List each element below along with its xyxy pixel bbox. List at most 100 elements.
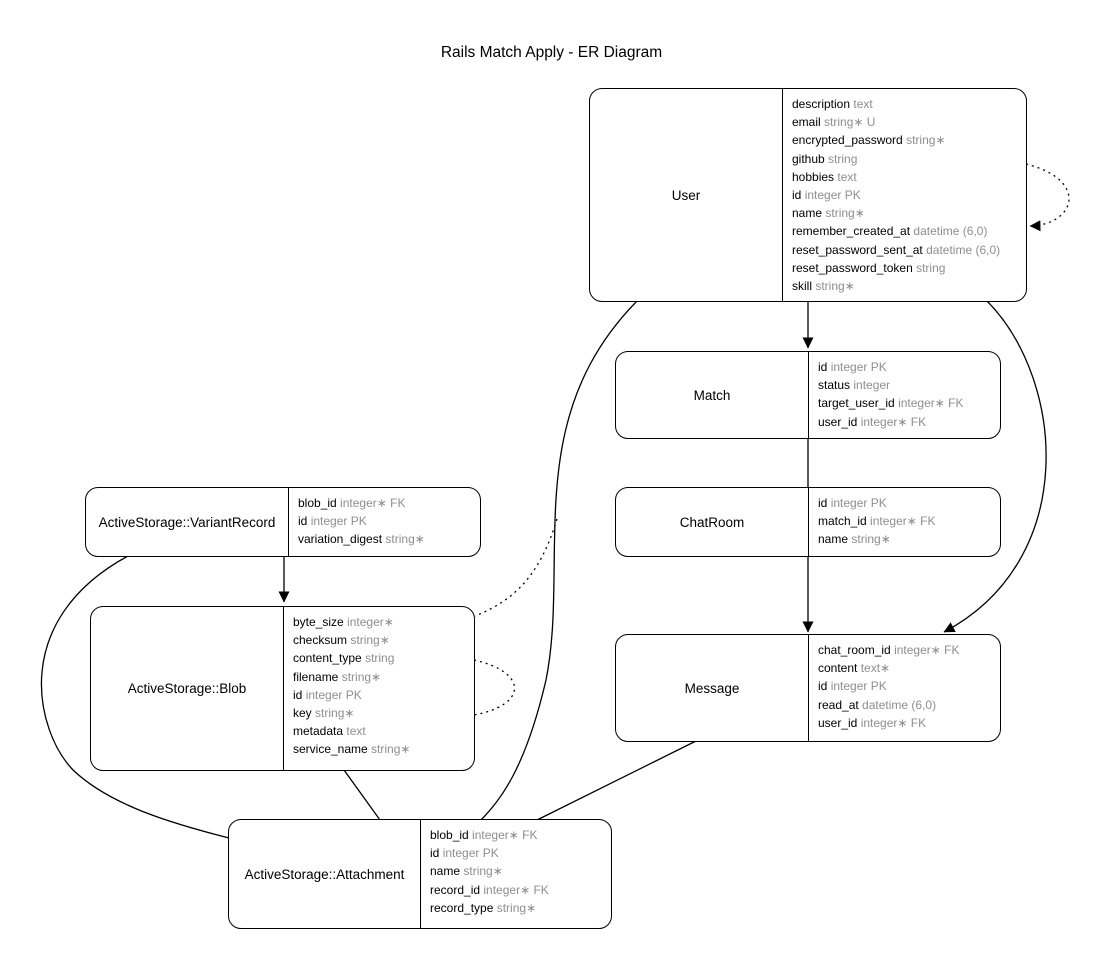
attribute-name: blob_id [298, 496, 337, 510]
attribute-type: text [837, 169, 857, 184]
attribute-type: integer∗ FK [870, 514, 936, 529]
attribute-row: read_at datetime (6,0) [818, 696, 959, 714]
attribute-type: integer∗ FK [898, 396, 964, 411]
attribute-type: integer∗ FK [894, 643, 960, 657]
attribute-name: checksum [293, 633, 348, 648]
attribute-type: integer∗ FK [860, 715, 927, 730]
attribute-row: reset_password_sent_at datetime (6,0) [792, 241, 1000, 259]
attribute-row: hobbies text [792, 168, 1000, 186]
attribute-row: reset_password_token string [792, 259, 1000, 277]
attribute-row: record_id integer∗ FK [430, 881, 549, 899]
attribute-type: string∗ [906, 133, 946, 148]
entity-name: User [590, 89, 783, 301]
attribute-type: string∗ [350, 633, 390, 648]
attribute-row: blob_id integer∗ FK [298, 494, 425, 512]
attribute-name: filename [293, 669, 339, 684]
attribute-type: string [365, 651, 395, 666]
entity-name: ActiveStorage::VariantRecord [86, 488, 289, 556]
attribute-type: integer [853, 378, 891, 393]
entity-name: ChatRoom [616, 488, 809, 556]
edge-user-self [1025, 163, 1070, 232]
attribute-name: id [792, 187, 802, 202]
attribute-row: description text [792, 95, 1000, 113]
attribute-type: string [916, 260, 946, 275]
attribute-name: read_at [818, 697, 859, 712]
attribute-type: text [346, 724, 366, 739]
attribute-name: reset_password_sent_at [792, 242, 923, 257]
attribute-type: integer PK [310, 514, 367, 529]
attribute-type: integer∗ FK [472, 828, 538, 842]
attribute-name: content_type [293, 651, 362, 666]
attribute-type: integer PK [305, 687, 362, 702]
entity-attachment: ActiveStorage::Attachment blob_id intege… [228, 819, 612, 929]
attribute-row: content_type string [293, 649, 410, 667]
attribute-name: skill [792, 278, 812, 293]
attribute-row: service_name string∗ [293, 740, 410, 758]
attribute-type: integer PK [442, 846, 499, 861]
edge-message-attachment [536, 740, 697, 821]
attribute-row: filename string∗ [293, 668, 410, 686]
attribute-row: chat_room_id integer∗ FK [818, 641, 959, 659]
attribute-row: user_id integer∗ FK [818, 413, 963, 431]
edge-user-message [943, 300, 1047, 633]
attribute-name: id [430, 846, 440, 861]
entity-name: ActiveStorage::Attachment [229, 820, 421, 928]
attribute-type: text∗ [860, 661, 891, 676]
attribute-type: integer PK [830, 360, 887, 374]
attribute-type: string∗ [851, 532, 891, 547]
edge-user-blob [474, 518, 558, 617]
attribute-row: id integer PK [298, 512, 425, 530]
attribute-name: content [818, 661, 858, 676]
attribute-type: string∗ [385, 532, 425, 547]
attribute-type: text [853, 97, 873, 111]
entity-name: ActiveStorage::Blob [91, 607, 284, 770]
attribute-row: record_type string∗ [430, 899, 549, 917]
edge-user-attachment [480, 300, 638, 821]
attribute-type: string [828, 151, 858, 166]
attribute-type: datetime (6,0) [913, 224, 988, 239]
attribute-name: name [792, 206, 823, 221]
attribute-name: user_id [818, 414, 858, 429]
attribute-name: github [792, 151, 825, 166]
attribute-name: record_type [430, 900, 494, 915]
attribute-row: id integer PK [818, 494, 935, 512]
attribute-row: byte_size integer∗ [293, 613, 410, 631]
entity-name: Message [616, 635, 809, 741]
edge-blob-self [473, 659, 516, 716]
entity-blob: ActiveStorage::Blob byte_size integer∗ch… [90, 606, 475, 771]
attribute-name: target_user_id [818, 396, 895, 411]
attribute-row: key string∗ [293, 704, 410, 722]
attribute-name: service_name [293, 742, 368, 757]
attribute-row: name string∗ [818, 530, 935, 548]
attribute-row: id integer PK [430, 844, 549, 862]
attribute-row: encrypted_password string∗ [792, 131, 1000, 149]
attribute-name: blob_id [430, 828, 469, 842]
attribute-list: byte_size integer∗checksum string∗conten… [284, 607, 410, 770]
attribute-name: variation_digest [298, 532, 383, 547]
attribute-type: string∗ [496, 900, 537, 915]
attribute-type: string∗ U [824, 115, 876, 130]
attribute-type: string∗ [825, 206, 865, 221]
attribute-name: key [293, 705, 312, 720]
attribute-row: target_user_id integer∗ FK [818, 394, 963, 412]
attribute-row: content text∗ [818, 659, 959, 677]
attribute-name: encrypted_password [792, 133, 903, 148]
attribute-row: remember_created_at datetime (6,0) [792, 222, 1000, 240]
attribute-name: metadata [293, 724, 344, 739]
attribute-row: github string [792, 150, 1000, 168]
attribute-type: string∗ [371, 742, 411, 757]
entity-variant-record: ActiveStorage::VariantRecord blob_id int… [85, 487, 481, 557]
attribute-type: integer∗ [347, 615, 394, 629]
entity-name: Match [616, 352, 809, 438]
attribute-row: id integer PK [792, 186, 1000, 204]
attribute-type: integer PK [804, 187, 861, 202]
